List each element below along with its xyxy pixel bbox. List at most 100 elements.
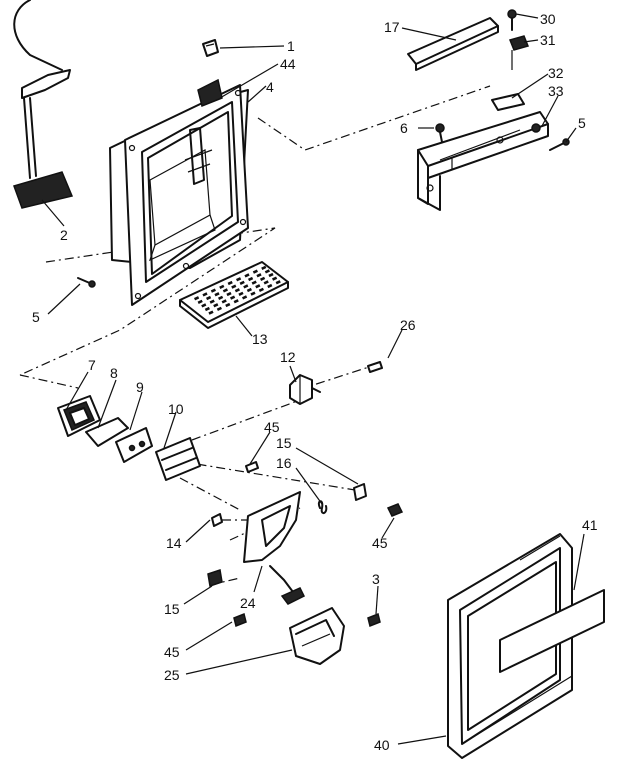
grille-hole (208, 310, 214, 315)
callout-32: 32 (548, 65, 564, 81)
dispenser-housing-part (109, 78, 249, 306)
part-45-screw-c (233, 612, 247, 628)
part-3-screw (367, 612, 381, 628)
callout-45-lower: 45 (164, 644, 180, 660)
callout-31: 31 (540, 32, 556, 48)
part-14-screw (211, 513, 223, 527)
callout-26: 26 (400, 317, 416, 333)
grille-hole (225, 302, 231, 308)
callout-25: 25 (164, 667, 180, 683)
grille-hole (201, 303, 207, 308)
part-30-screw (507, 9, 517, 31)
callout-45-upper: 45 (264, 419, 280, 435)
grille-hole (226, 291, 232, 297)
leader-lines (41, 13, 585, 745)
grille-hole (252, 269, 258, 274)
callout-12: 12 (280, 349, 296, 365)
grille-hole (267, 283, 273, 289)
callout-2: 2 (60, 227, 68, 243)
grille-hole (229, 295, 236, 300)
callout-14: 14 (166, 535, 182, 551)
grille-hole (263, 280, 269, 285)
callout-6: 6 (400, 120, 408, 136)
callout-16: 16 (276, 455, 292, 471)
callout-15-lower: 15 (164, 601, 180, 617)
grille-hole (259, 276, 266, 281)
callout-17: 17 (384, 19, 400, 35)
part-26-screw (367, 361, 383, 373)
grille-hole (275, 280, 281, 285)
grille-hole (251, 280, 257, 285)
part-45-screw-a (245, 461, 259, 473)
grille-hole (209, 299, 215, 304)
grille-hole (202, 292, 208, 297)
part-9-cover (115, 427, 153, 463)
callout-4: 4 (266, 79, 274, 95)
grille-hole (197, 299, 203, 304)
callout-24: 24 (240, 595, 256, 611)
callout-41: 41 (582, 517, 598, 533)
callout-45-right: 45 (372, 535, 388, 551)
part-15-clip-a (353, 483, 367, 501)
bracket-assembly-part (417, 93, 549, 211)
grille-hole (268, 272, 274, 278)
part-1-nut (202, 39, 219, 57)
part-10-switch (155, 437, 201, 481)
part-8-lens (85, 417, 129, 447)
part-24-lever (243, 491, 306, 605)
callout-5-right: 5 (578, 115, 586, 131)
grille-hole (256, 273, 262, 278)
grille-hole (222, 288, 228, 293)
grille-hole (204, 306, 210, 312)
grille-hole (243, 284, 249, 289)
grille-hole (217, 295, 224, 300)
grille-hole (255, 284, 261, 289)
grille-hole (210, 288, 216, 293)
grille-hole (206, 295, 212, 301)
callout-1: 1 (287, 38, 295, 54)
part-41-label-plate (499, 589, 605, 673)
callout-labels: 1 44 4 2 5 17 30 31 32 33 6 5 13 26 12 7… (32, 11, 598, 753)
callout-9: 9 (136, 379, 144, 395)
grille-hole (271, 276, 278, 281)
grille-hole (227, 280, 233, 286)
part-16-spring (317, 500, 328, 514)
part-25-drip-cup (289, 607, 345, 665)
grille-hole (194, 296, 200, 301)
wire-harness-part (13, 0, 74, 209)
grille-hole (250, 291, 256, 296)
drip-tray-grille-part (179, 261, 289, 329)
callout-33: 33 (548, 83, 564, 99)
grille-hole (244, 273, 250, 278)
part-5-screw-right (549, 138, 570, 151)
callout-3: 3 (372, 571, 380, 587)
grille-hole (238, 291, 244, 296)
callout-30: 30 (540, 11, 556, 27)
grille-hole (213, 303, 219, 308)
grille-hole (214, 292, 220, 297)
grille-hole (242, 295, 248, 300)
grille-hole (258, 287, 264, 292)
callout-13: 13 (252, 331, 268, 347)
callout-10: 10 (168, 401, 184, 417)
grille-hole (219, 284, 225, 289)
grille-hole (234, 288, 240, 293)
part-5-screw-left (77, 277, 96, 288)
callout-40: 40 (374, 737, 390, 753)
grille-hole (233, 299, 239, 304)
part-31-clip (508, 35, 530, 70)
part-15-clip-b (207, 569, 223, 587)
callout-44: 44 (280, 56, 296, 72)
part-6-screw (435, 123, 445, 143)
grille-hole (246, 287, 252, 293)
grille-hole (264, 269, 270, 274)
callout-8: 8 (110, 365, 118, 381)
grille-hole (261, 265, 267, 270)
callout-15-upper: 15 (276, 435, 292, 451)
part-17-strip (407, 17, 499, 71)
part-12-bracket (289, 374, 321, 405)
grille-hole (216, 306, 222, 311)
grille-hole (236, 277, 242, 282)
